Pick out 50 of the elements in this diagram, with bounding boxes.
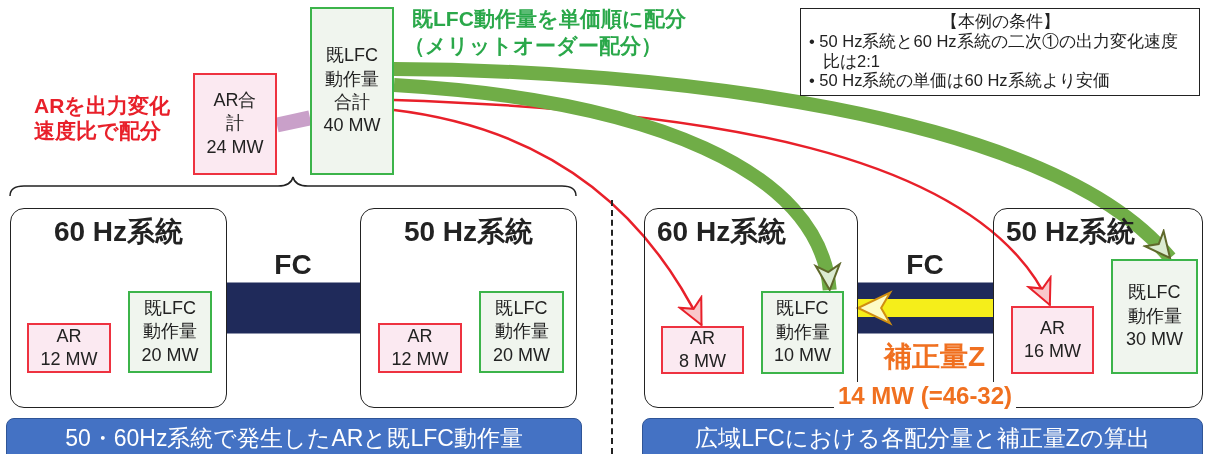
lfc-box bbox=[310, 7, 394, 175]
caption-band: 広域LFCにおける各配分量と補正量Zの算出 bbox=[642, 418, 1203, 454]
lfc-box bbox=[761, 291, 844, 374]
box-label: AR bbox=[407, 324, 433, 348]
arrow bbox=[857, 291, 993, 325]
system-panel bbox=[360, 208, 577, 408]
ar-box bbox=[193, 73, 277, 175]
ar-box bbox=[27, 323, 111, 373]
box-label: 既LFC動作量 bbox=[1126, 281, 1183, 328]
arrow bbox=[393, 108, 703, 326]
caption-band: 50・60Hz系統で発生したARと既LFC動作量 bbox=[6, 418, 582, 454]
box-label: 既LFC動作量 bbox=[142, 296, 198, 344]
annotation-text: 既LFC動作量を単価順に配分 bbox=[412, 6, 687, 32]
lfc-box bbox=[1111, 259, 1198, 374]
value-text: 16 MW bbox=[1024, 340, 1081, 363]
value-text: 12 MW bbox=[391, 348, 449, 371]
system-panel bbox=[10, 208, 227, 408]
lfc-box bbox=[479, 291, 564, 373]
annotation-text: 14 MW (=46-32) bbox=[834, 382, 1017, 411]
value-text: 8 MW bbox=[679, 350, 726, 373]
converter-bar bbox=[858, 282, 993, 334]
panel-heading: 50 Hz系統 bbox=[402, 215, 535, 249]
annotation-text: （メリットオーダー配分） bbox=[404, 33, 663, 59]
value-text: 30 MW bbox=[1126, 328, 1183, 352]
condition-item: • 50 Hz系統の単価は60 Hz系統より安価 bbox=[809, 71, 1111, 92]
value-text: 10 MW bbox=[774, 344, 831, 368]
condition-box bbox=[800, 8, 1200, 96]
annotation-text: ARを出力変化速度比で配分 bbox=[34, 93, 172, 144]
box-label: 既LFC動作量合計 bbox=[324, 44, 380, 114]
value-text: 12 MW bbox=[40, 348, 98, 371]
value-text: 20 MW bbox=[141, 343, 199, 367]
ar-box bbox=[1011, 306, 1094, 374]
box-label: AR bbox=[690, 326, 715, 350]
converter-bar bbox=[227, 282, 360, 334]
panel-heading: 60 Hz系統 bbox=[657, 215, 787, 249]
condition-title: 【本例の条件】 bbox=[939, 12, 1061, 32]
box-label: AR bbox=[1040, 316, 1065, 340]
ar-box bbox=[661, 326, 744, 374]
condition-item: • 50 Hz系統と60 Hz系統の二次①の出力変化速度比は2:1 bbox=[809, 31, 1179, 71]
lfc-box bbox=[128, 291, 212, 373]
box-label: 既LFC動作量 bbox=[493, 296, 550, 344]
box-label: 既LFC動作量 bbox=[774, 297, 831, 344]
panel-heading: 50 Hz系統 bbox=[1006, 215, 1136, 249]
value-text: 24 MW bbox=[206, 135, 264, 159]
value-text: 20 MW bbox=[493, 343, 550, 367]
ar-box bbox=[378, 323, 462, 373]
box-label: AR bbox=[56, 324, 82, 348]
box-label: AR合計 bbox=[212, 88, 258, 136]
value-text: 40 MW bbox=[323, 114, 381, 138]
panel-heading: 60 Hz系統 bbox=[52, 215, 185, 249]
